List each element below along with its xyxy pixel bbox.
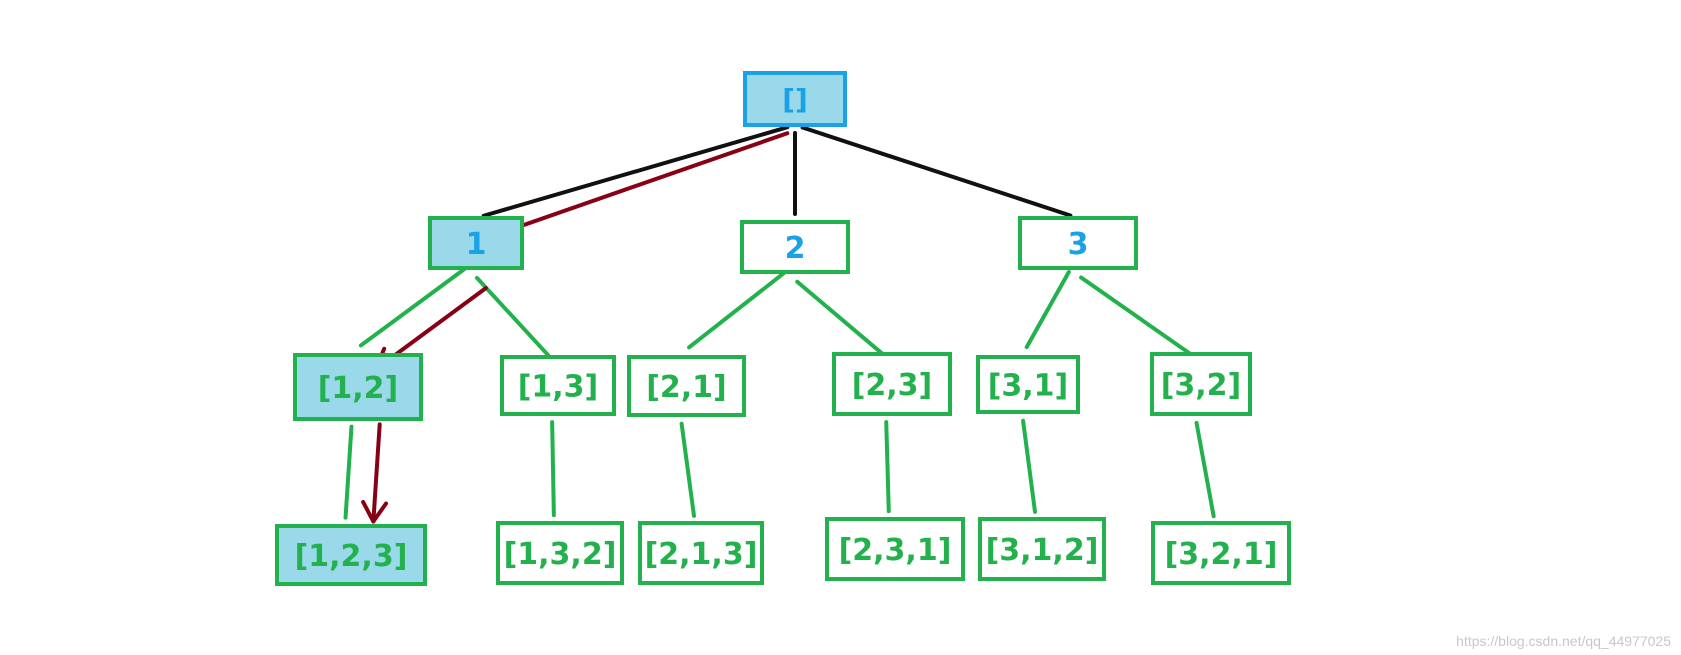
- edge-root-n3: [800, 125, 1073, 218]
- node-n321: [3,2,1]: [1151, 521, 1291, 585]
- node-n213: [2,1,3]: [638, 521, 764, 585]
- node-n21: [2,1]: [627, 355, 746, 417]
- edge-root-n1: [481, 125, 790, 218]
- edge-n12-n123: [343, 424, 354, 520]
- node-box-n3: [1018, 216, 1138, 270]
- path-arrow-root-n1: [485, 131, 790, 240]
- node-label-n31: [3,1]: [988, 368, 1069, 403]
- node-label-n13: [1,3]: [518, 369, 599, 404]
- node-n132: [1,3,2]: [496, 521, 624, 585]
- path-arrowhead-n12-n123-0: [361, 499, 376, 524]
- node-label-n213: [2,1,3]: [645, 537, 758, 572]
- node-label-n32: [3,2]: [1161, 368, 1242, 403]
- edge-n13-n132: [550, 420, 556, 518]
- node-box-n23: [832, 352, 952, 416]
- edge-n2-n21: [687, 270, 788, 350]
- edges: [343, 125, 1216, 520]
- node-n312: [3,1,2]: [978, 517, 1106, 581]
- edge-n1-n12: [358, 265, 469, 348]
- node-label-root: []: [782, 83, 808, 116]
- path-arrowhead-n12-n123-1: [371, 501, 389, 524]
- node-box-root: [743, 71, 847, 127]
- node-box-n312: [978, 517, 1106, 581]
- node-n12: [1,2]: [293, 353, 423, 421]
- node-n3: 3: [1018, 216, 1138, 270]
- node-box-n213: [638, 521, 764, 585]
- node-label-n2: 2: [785, 231, 806, 266]
- node-label-n12: [1,2]: [318, 371, 399, 406]
- node-n231: [2,3,1]: [825, 517, 965, 581]
- node-label-n132: [1,3,2]: [504, 537, 617, 572]
- node-box-n321: [1151, 521, 1291, 585]
- node-box-n132: [496, 521, 624, 585]
- node-box-n21: [627, 355, 746, 417]
- edge-n23-n231: [884, 420, 891, 514]
- path-arrows: [361, 131, 790, 524]
- nodes: [] 1 2 3 [1,2] [1,3] [2,1] [2,3] [3,1] [3,2] [1,2,…: [275, 71, 1291, 586]
- edge-n2-n23: [795, 279, 885, 356]
- path-arrow-n12-n123: [371, 422, 382, 524]
- edge-n21-n213: [679, 421, 696, 518]
- edge-n3-n32: [1079, 275, 1194, 357]
- node-n2: 2: [740, 220, 850, 274]
- node-label-n312: [3,1,2]: [986, 533, 1099, 568]
- edge-n1-n13: [475, 275, 551, 358]
- node-box-n1: [428, 216, 524, 270]
- node-n123: [1,2,3]: [275, 524, 427, 586]
- node-label-n1: 1: [466, 227, 487, 262]
- node-box-n12: [293, 353, 423, 421]
- node-n31: [3,1]: [976, 355, 1080, 414]
- node-n1: 1: [428, 216, 524, 270]
- node-label-n321: [3,2,1]: [1165, 537, 1278, 572]
- edge-n3-n31: [1024, 270, 1071, 350]
- node-n23: [2,3]: [832, 352, 952, 416]
- node-box-n31: [976, 355, 1080, 414]
- node-n32: [3,2]: [1150, 352, 1252, 416]
- edge-n32-n321: [1194, 420, 1216, 519]
- node-box-n123: [275, 524, 427, 586]
- node-n13: [1,3]: [500, 355, 616, 416]
- node-label-n21: [2,1]: [646, 370, 727, 405]
- node-box-n231: [825, 517, 965, 581]
- node-label-n231: [2,3,1]: [839, 533, 952, 568]
- watermark: https://blog.csdn.net/qq_44977025: [1456, 633, 1671, 649]
- node-box-n13: [500, 355, 616, 416]
- node-box-n32: [1150, 352, 1252, 416]
- edge-n31-n312: [1021, 418, 1038, 514]
- node-label-n23: [2,3]: [852, 368, 933, 403]
- node-label-n3: 3: [1068, 227, 1089, 262]
- node-root: []: [743, 71, 847, 127]
- node-box-n2: [740, 220, 850, 274]
- node-label-n123: [1,2,3]: [295, 539, 408, 574]
